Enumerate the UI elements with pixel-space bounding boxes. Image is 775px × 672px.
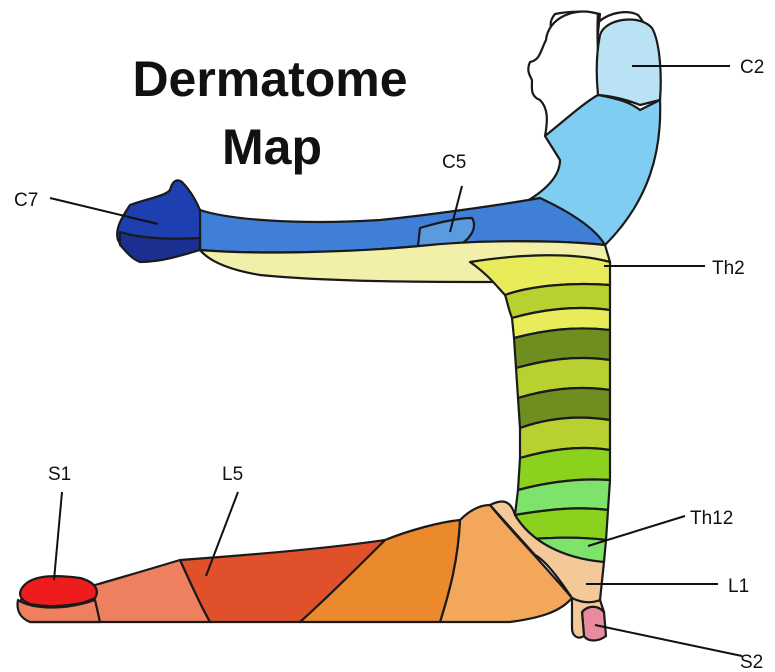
- leader-s1: [54, 492, 62, 580]
- page-title-line-1: Dermatome: [132, 51, 407, 107]
- leader-s2: [595, 625, 742, 656]
- label-th12: Th12: [690, 508, 733, 529]
- label-l1: L1: [728, 576, 749, 597]
- label-c2: C2: [740, 57, 764, 78]
- label-c5: C5: [442, 152, 466, 173]
- foot-s1-region: [20, 576, 97, 606]
- label-c7: C7: [14, 190, 38, 211]
- label-l5: L5: [222, 464, 243, 485]
- c2-scalp-region: [597, 20, 661, 105]
- label-s2: S2: [740, 652, 763, 672]
- page-title-line-2: Map: [222, 119, 322, 175]
- label-s1: S1: [48, 464, 71, 485]
- label-th2: Th2: [712, 258, 745, 279]
